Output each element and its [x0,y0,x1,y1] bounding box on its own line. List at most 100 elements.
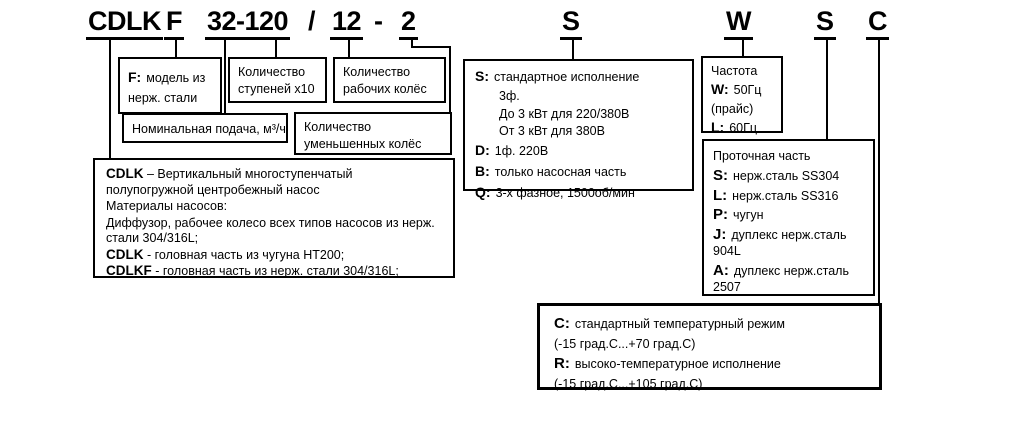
code-temperature-letter: C [866,6,889,40]
flowpath-options-box: Проточная часть S: нерж.сталь SS304 L: нер… [702,139,875,296]
description-line: CDLK - головная часть из чугуна HT200; [106,247,441,264]
code-letter: A: [713,261,729,279]
connector-flowpath [826,38,828,139]
code-letter: L: [711,119,725,135]
connector-temperature [878,38,880,303]
temperature-options-box: C: стандартный температурный режим (-15 г… [537,303,882,391]
code-letter: CDLKF [106,263,152,278]
frequency-options-box: Частота W: 50Гц (прайс) L: 60Гц [701,56,783,135]
option-text: 60Гц [729,121,758,135]
option-text: дуплекс нерж.сталь 904L [713,227,847,259]
code-letter: CDLK [106,166,144,181]
connector-power [572,38,574,59]
option-text: высоко-температурное исполнение [574,357,781,371]
option-line: J:дуплекс нерж.сталь 904L [713,225,869,260]
option-text: 3-х фазное, 1500об/мин [495,185,635,200]
connector-material [175,40,177,57]
code-letter: CDLK [106,246,144,262]
option-text: дуплекс нерж.сталь 2507 [713,263,849,295]
option-text: От 3 кВт для 380В [499,124,605,138]
code-letter: D: [475,141,490,158]
code-letter: S: [713,167,728,184]
box-title: Проточная часть [713,149,811,163]
option-text: (-15 град.С...+105 град.С) [554,377,703,391]
option-line: 3ф. [475,87,687,105]
reduced-impellers-legend-box: Количество уменьшенных колёс [294,112,452,155]
connector-reduced-stub [411,40,413,48]
option-line: S: стандартное исполнение [475,66,687,87]
option-line: Q:3-х фазное, 1500об/мин [475,182,687,203]
description-text: Материалы насосов: [106,199,228,213]
description-text: - головная часть из чугуна HT200; [143,247,345,262]
option-line: W: 50Гц [711,80,779,99]
option-text: только насосная часть [494,164,627,179]
description-line: CDLKF - головная часть из нерж. стали 30… [106,263,441,280]
option-line: (-15 град.С...+105 град.С) [554,374,873,394]
code-series: CDLK [86,6,163,40]
option-text: 3ф. [499,89,520,103]
option-line: До 3 кВт для 220/380В [475,105,687,123]
code-flowpath-letter: S [814,6,836,40]
option-line: A:дуплекс нерж.сталь 2507 [713,261,869,296]
option-line: B: только насосная часть [475,161,687,182]
option-text: нерж.сталь SS304 [733,169,840,183]
code-reduced-impellers: 2 [399,6,418,40]
option-text: чугун [733,208,764,222]
connector-frequency [742,40,744,56]
code-letter: F: [128,69,142,85]
option-text: стандартное исполнение [494,70,640,84]
option-line: R: высоко-температурное исполнение [554,354,873,374]
impellers-legend-box: Количество рабочих колёс [333,57,446,103]
legend-text: Количество ступеней x10 [238,65,315,96]
box-title: Частота [711,64,758,78]
code-letter: S: [475,68,489,84]
description-line: CDLK – Вертикальный многоступенчатый пол… [106,166,441,198]
connector-reduced-drop [449,46,451,112]
description-text: – Вертикальный многоступенчатый полупогр… [106,167,353,197]
code-letter: P: [713,206,728,223]
nominal-flow-legend-box: Номинальная подача, м³/ч [122,113,288,143]
connector-head [275,40,277,57]
code-material: F [164,6,184,40]
option-line: D: 1ф. 220В [475,140,687,161]
option-line: (-15 град.С...+70 град.С) [554,334,873,354]
legend-text: Количество рабочих колёс [343,65,427,96]
code-stages: 12 [330,6,364,40]
description-text: - головная часть из нерж. стали 304/316L… [151,264,399,278]
option-text: До 3 кВт для 220/380В [499,106,630,121]
connector-flow [224,40,226,113]
series-description-box: CDLK – Вертикальный многоступенчатый пол… [93,158,455,278]
option-line: P: чугун [713,206,869,224]
connector-stages [348,40,350,57]
legend-text: модель из нерж. стали [128,71,206,105]
connector-reduced-horiz [411,46,451,48]
code-letter: J: [713,225,727,243]
option-text: (-15 град.С...+70 град.С) [554,337,696,351]
stages-legend-box: Количество ступеней x10 [228,57,327,103]
option-text: нерж.сталь SS316 [732,188,839,203]
code-frequency-letter: W [724,6,753,40]
code-letter: L: [713,186,728,204]
option-line: S: нерж.сталь SS304 [713,167,869,185]
connector-series [109,40,111,158]
option-text: стандартный температурный режим [574,317,785,331]
power-options-box: S: стандартное исполнение 3ф. До 3 кВт дл… [463,59,694,200]
option-text: (прайс) [711,102,754,116]
code-power-letter: S [560,6,582,40]
material-legend-box: F:модель из нерж. стали [118,57,222,114]
option-line: L: 60Гц [711,118,779,137]
legend-text: Номинальная подача, м³/ч [132,122,286,136]
option-text: 50Гц [733,83,762,97]
code-letter: W: [711,81,729,97]
description-text: Диффузор, рабочее колесо всех типов насо… [106,215,435,246]
option-line: (прайс) [711,99,779,118]
code-letter: B: [475,162,490,179]
code-letter: C: [554,315,570,332]
option-text: 1ф. 220В [494,143,549,158]
description-line: Материалы насосов: [106,198,441,215]
option-line: От 3 кВт для 380В [475,122,687,140]
separator-dash: - [374,6,383,36]
code-letter: R: [554,355,570,372]
legend-text: Количество уменьшенных колёс [304,120,422,151]
